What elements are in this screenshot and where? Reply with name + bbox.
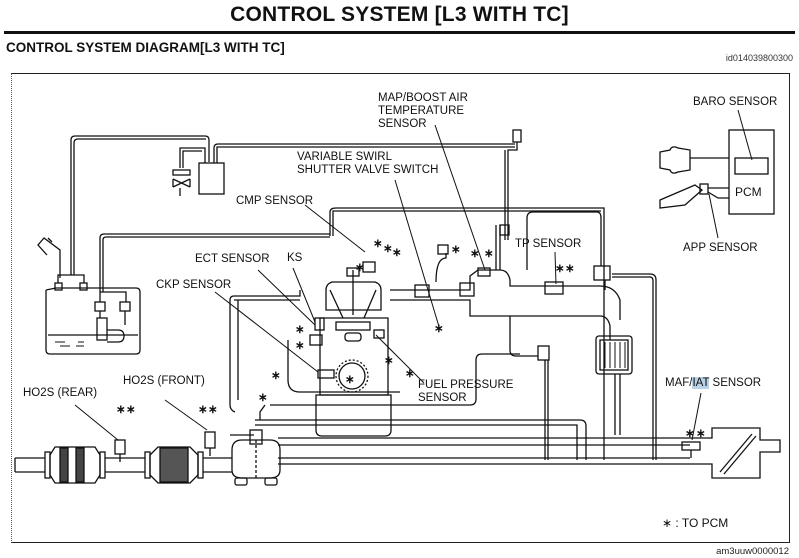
fuel-tank [37,135,330,355]
ks-label: KS [287,252,303,264]
ho2s-rear-label: HO2S (REAR) [23,387,98,399]
map-boost-air-temp-sensor-label: MAP/BOOST AIR TEMPERATURE SENSOR [378,92,468,130]
to-pcm-asterisk: ∗ [258,392,268,404]
to-pcm-asterisk: ∗ [126,404,136,416]
title-divider [4,31,795,34]
maf-label-prefix: MAF/ [665,377,693,389]
iat-highlight: IAT [692,377,710,389]
pcm-label: PCM [735,185,762,199]
maf-label-suffix: SENSOR [709,377,762,389]
fuel-pressure-sensor-label: FUEL PRESSURE SENSOR [418,379,514,404]
ho2s-front-label: HO2S (FRONT) [123,375,205,387]
cmp-sensor-label: CMP SENSOR [236,195,314,207]
pcm-module [659,129,775,215]
intake-manifold [229,207,657,460]
to-pcm-asterisk: ∗ [355,262,365,274]
section-title: CONTROL SYSTEM DIAGRAM[L3 WITH TC] [6,40,285,55]
diagram-frame [11,73,790,543]
exhaust-system [14,431,232,484]
legend-to-pcm: ∗ : TO PCM [662,516,729,530]
to-pcm-asterisk: ∗ [373,238,383,250]
to-pcm-asterisk: ∗ [565,263,575,275]
to-pcm-asterisk: ∗ [271,370,281,382]
page-title: CONTROL SYSTEM [L3 WITH TC] [230,3,569,26]
turbocharger [230,404,281,486]
image-id: am3uuw0000012 [716,546,789,557]
to-pcm-asterisk: ∗ [345,374,355,386]
to-pcm-asterisk: ∗ [451,244,461,256]
air-cleaner [681,427,781,479]
to-pcm-asterisk: ∗ [555,263,565,275]
app-sensor-label: APP SENSOR [683,242,758,254]
document-id: id014039800300 [725,53,793,63]
to-pcm-asterisk: ∗ [295,324,305,336]
maf-iat-sensor-label: MAF/IAT SENSOR [665,377,761,390]
to-pcm-asterisk: ∗ [383,243,393,255]
to-pcm-asterisk: ∗ [384,355,394,367]
to-pcm-asterisk: ∗ [405,368,415,380]
baro-sensor-label: BARO SENSOR [693,96,778,108]
to-pcm-asterisk: ∗ [295,340,305,352]
to-pcm-asterisk: ∗ [198,404,208,416]
to-pcm-asterisk: ∗ [392,247,402,259]
engine [309,261,392,437]
to-pcm-asterisk: ∗ [484,248,494,260]
ckp-sensor-label: CKP SENSOR [156,279,232,291]
to-pcm-asterisk: ∗ [685,428,695,440]
variable-swirl-shutter-valve-switch-label: VARIABLE SWIRL SHUTTER VALVE SWITCH [297,151,439,176]
leader-lines [74,109,753,441]
ect-sensor-label: ECT SENSOR [195,253,270,265]
to-pcm-asterisk: ∗ [470,248,480,260]
charcoal-canister [172,129,522,240]
to-pcm-asterisk: ∗ [696,428,706,440]
to-pcm-asterisk: ∗ [434,323,444,335]
to-pcm-asterisk: ∗ [116,404,126,416]
charge-pipes [255,353,690,465]
tp-sensor-label: TP SENSOR [515,238,582,250]
to-pcm-asterisk: ∗ [208,404,218,416]
